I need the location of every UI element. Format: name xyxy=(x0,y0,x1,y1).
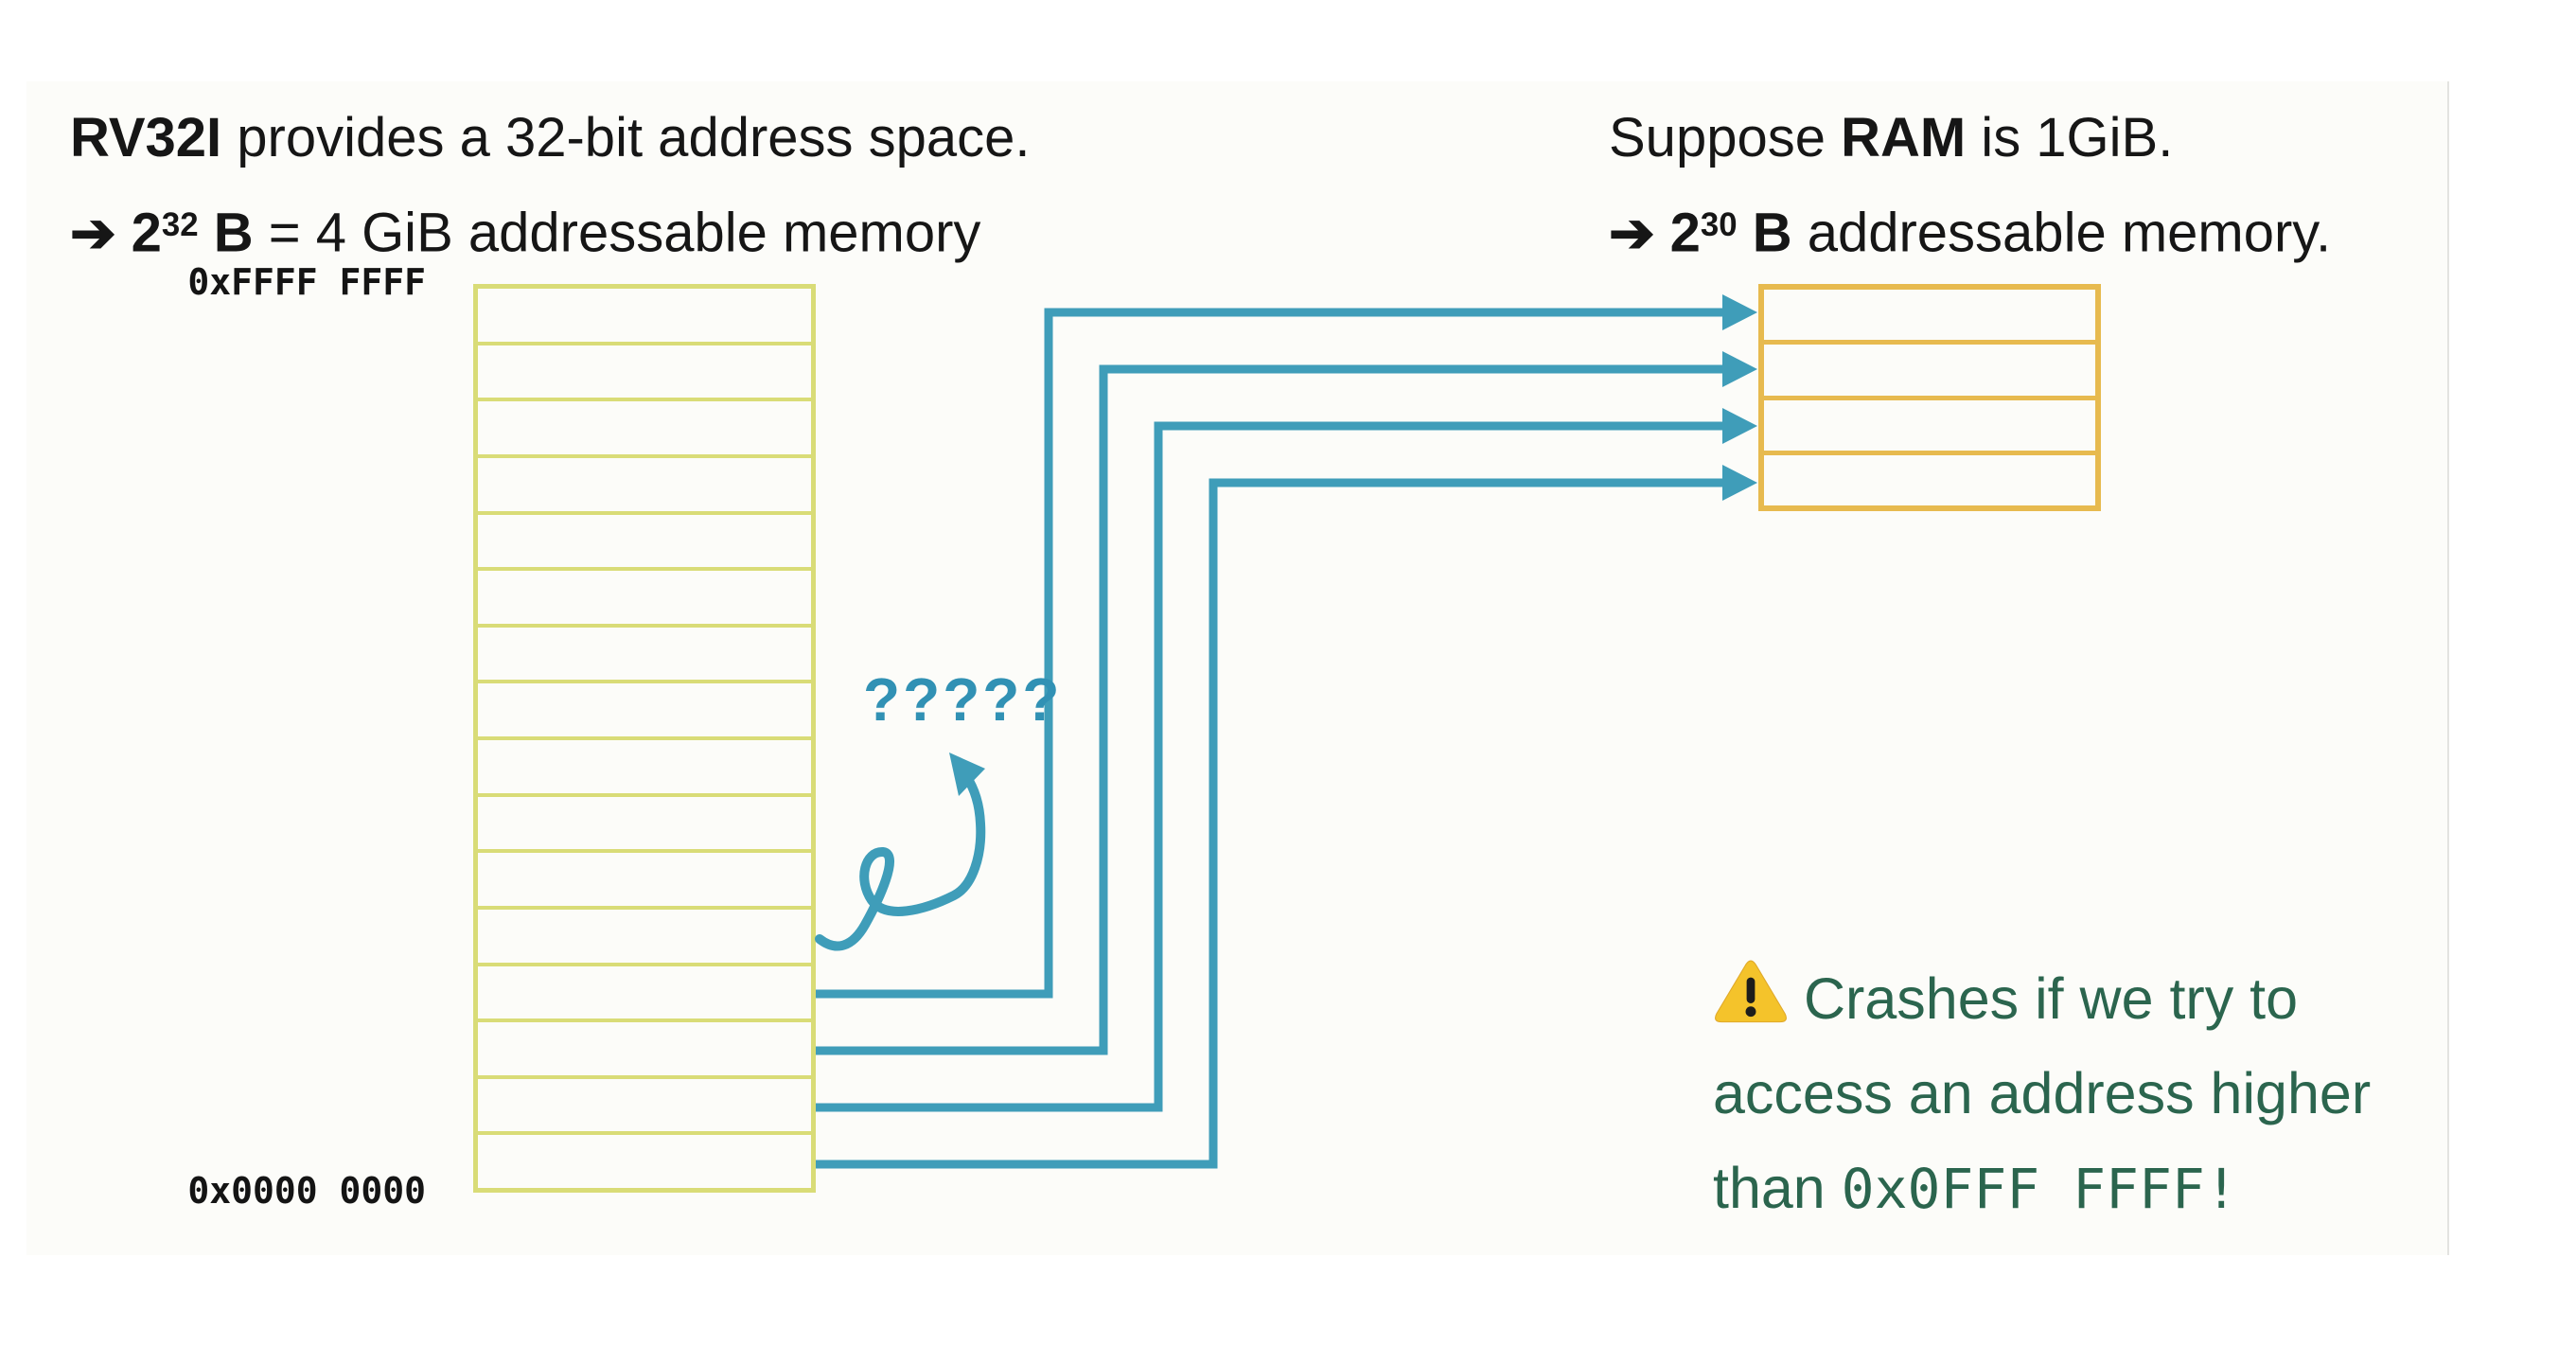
address-space-cell-3 xyxy=(478,398,811,454)
right-heading-line1: Suppose RAM is 1GiB. xyxy=(1609,95,2331,182)
right-heading-line2: ➔230 B addressable memory. xyxy=(1609,182,2331,277)
address-space-cell-16 xyxy=(478,1131,811,1188)
address-space-cell-13 xyxy=(478,962,811,1019)
warning-line-3: than 0x0FFF FFFF! xyxy=(1713,1141,2371,1236)
power-base: 2 xyxy=(1669,202,1701,264)
address-label-bottom: 0x0000 0000 xyxy=(187,1170,426,1212)
implies-arrow-icon: ➔ xyxy=(1609,202,1655,264)
address-space-cell-1 xyxy=(478,289,811,342)
rv32i-term: RV32I xyxy=(70,107,222,168)
right-heading-line2-rest: addressable memory. xyxy=(1791,202,2332,264)
address-space-cell-7 xyxy=(478,623,811,681)
address-space-cell-5 xyxy=(478,510,811,568)
power-exponent: 32 xyxy=(161,206,199,243)
left-heading-line1: RV32I provides a 32-bit address space. xyxy=(70,95,1031,182)
right-heading-line1-pre: Suppose xyxy=(1609,107,1842,168)
ram-cell-4 xyxy=(1764,450,2095,505)
address-label-top: 0xFFFF FFFF xyxy=(187,261,426,303)
ram-cell-3 xyxy=(1764,395,2095,451)
address-space-box xyxy=(473,284,816,1193)
right-heading: Suppose RAM is 1GiB. ➔230 B addressable … xyxy=(1609,95,2331,277)
warning-address-code: 0x0FFF FFFF! xyxy=(1841,1157,2238,1221)
warning-line-1: Crashes if we try to xyxy=(1713,951,2371,1046)
warning-text-3: than xyxy=(1713,1156,1842,1220)
address-space-cell-14 xyxy=(478,1018,811,1075)
right-heading-line1-rest: is 1GiB. xyxy=(1966,107,2174,168)
warning-text-2: access an address higher xyxy=(1713,1061,2372,1125)
address-space-cell-10 xyxy=(478,792,811,850)
byte-unit: B xyxy=(198,202,254,264)
left-heading-line2: ➔232 B = 4 GiB addressable memory xyxy=(70,182,1031,277)
address-space-cell-11 xyxy=(478,849,811,906)
left-heading: RV32I provides a 32-bit address space. ➔… xyxy=(70,95,1031,277)
left-heading-line1-rest: provides a 32-bit address space. xyxy=(221,107,1031,168)
warning-icon xyxy=(1715,960,1787,1023)
address-space-cell-15 xyxy=(478,1074,811,1132)
address-space-cell-8 xyxy=(478,680,811,736)
implies-arrow-icon: ➔ xyxy=(70,202,116,264)
address-space-cell-4 xyxy=(478,453,811,511)
ram-cell-2 xyxy=(1764,340,2095,395)
question-marks: ????? xyxy=(863,665,1063,734)
warning-text-1: Crashes if we try to xyxy=(1804,966,2299,1031)
byte-unit: B xyxy=(1737,202,1792,264)
power-exponent: 30 xyxy=(1700,206,1738,243)
ram-term: RAM xyxy=(1841,107,1967,168)
warning-note: Crashes if we try to access an address h… xyxy=(1713,951,2371,1236)
address-space-cell-6 xyxy=(478,567,811,624)
warning-line-2: access an address higher xyxy=(1713,1046,2371,1141)
address-space-cell-9 xyxy=(478,736,811,793)
address-space-cell-12 xyxy=(478,905,811,963)
ram-cell-1 xyxy=(1764,290,2095,340)
address-space-cell-2 xyxy=(478,341,811,398)
power-base: 2 xyxy=(131,202,162,264)
ram-box xyxy=(1758,284,2101,511)
left-heading-line2-rest: = 4 GiB addressable memory xyxy=(253,202,981,264)
